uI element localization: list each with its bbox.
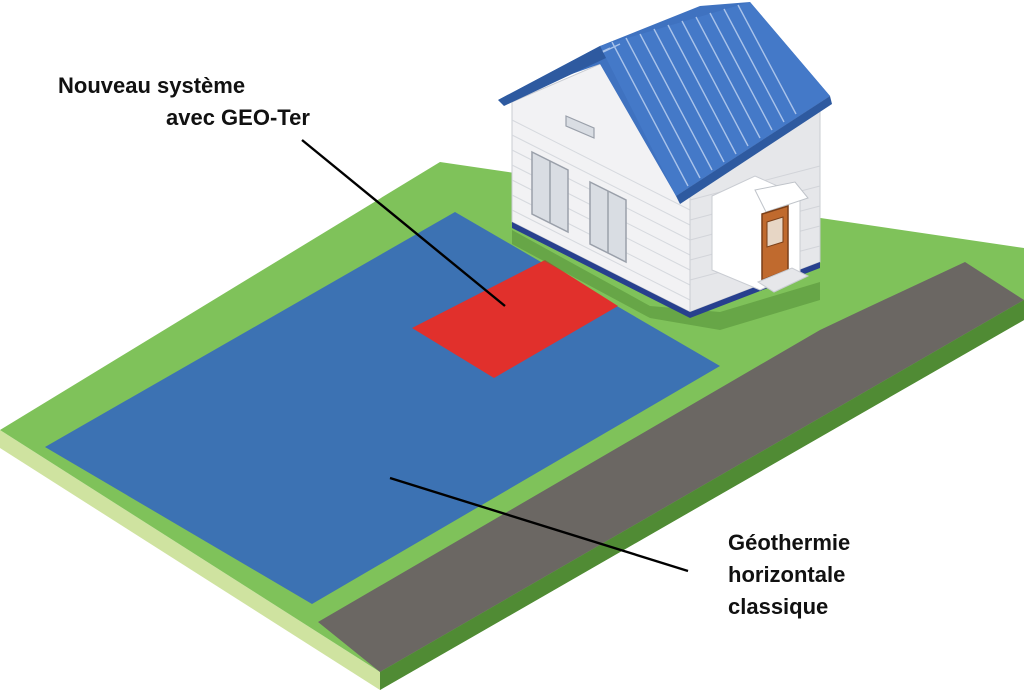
label-classic-geothermal: Géothermie horizontale classique (728, 527, 948, 623)
porch-roof (754, 181, 809, 213)
window-left-1 (531, 150, 569, 234)
label-new-system: Nouveau système avec GEO-Ter (58, 70, 358, 134)
house-shadow (512, 230, 820, 330)
roof-front-slope (600, 2, 830, 196)
ground-front-side (0, 430, 380, 690)
label-new-system-line2: avec GEO-Ter (166, 105, 310, 130)
leader-line-geoter (301, 139, 506, 307)
attic-vent (565, 115, 595, 139)
road (318, 262, 1024, 672)
road-edge (380, 300, 1024, 690)
porch-steps (756, 267, 810, 293)
roof-eave (676, 96, 832, 204)
label-new-system-line1: Nouveau système (58, 73, 246, 98)
label-classic-line2: horizontale (728, 562, 846, 587)
label-classic-line1: Géothermie (728, 530, 851, 555)
window-left-2 (589, 180, 627, 264)
geoter-field (412, 260, 618, 378)
roof-left-edge (498, 46, 606, 106)
label-classic-line3: classique (728, 594, 829, 619)
house-foundation-left (512, 222, 690, 318)
door-window (766, 216, 784, 248)
leader-line-classic (389, 476, 689, 573)
